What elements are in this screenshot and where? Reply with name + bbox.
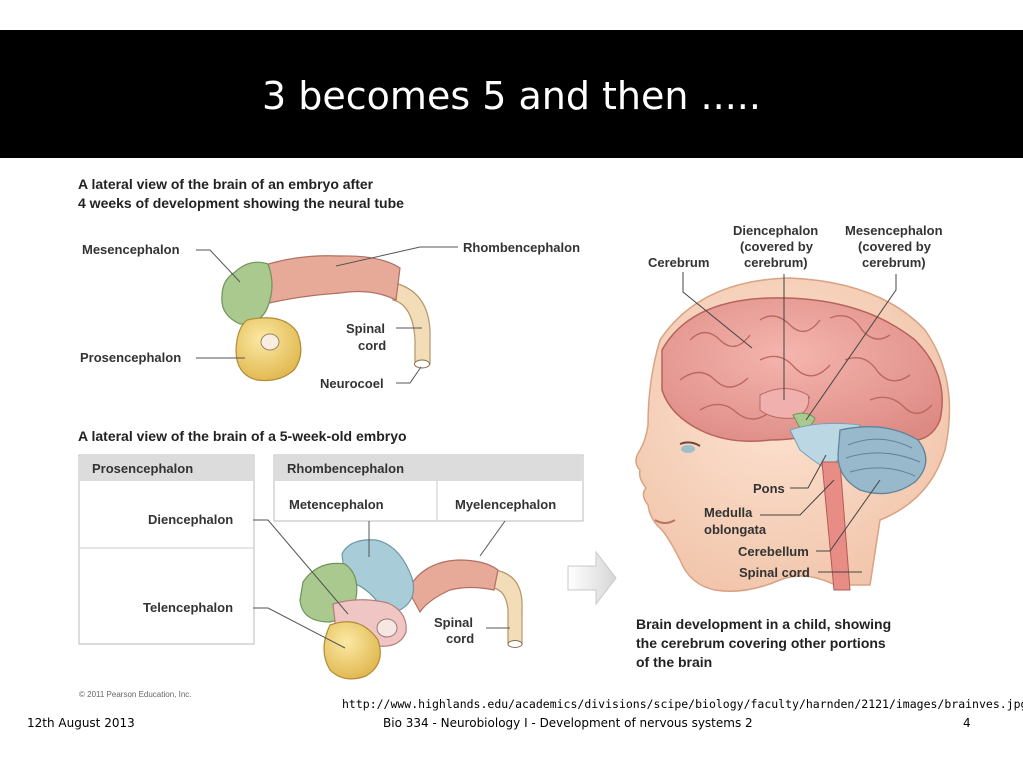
panel1-caption-line2: 4 weeks of development showing the neura…: [78, 195, 404, 211]
label-medulla-line1: Medulla: [704, 505, 753, 520]
panel-4-week-embryo: A lateral view of the brain of an embryo…: [78, 176, 580, 391]
panel1-caption-line1: A lateral view of the brain of an embryo…: [78, 176, 374, 192]
neurocoel-opening: [414, 359, 430, 369]
table-cell-telencephalon: Telencephalon: [143, 600, 233, 615]
table-rhombencephalon-header: [275, 456, 582, 481]
label-mesencephalon-line2: (covered by: [858, 239, 932, 254]
table-header-rhombencephalon: Rhombencephalon: [287, 461, 404, 476]
label-spinal-line1: Spinal: [346, 321, 385, 336]
footer-date: 12th August 2013: [27, 716, 135, 730]
table-header-prosencephalon: Prosencephalon: [92, 461, 193, 476]
neural-tube-spinal-cord: [392, 282, 431, 365]
copyright-text: © 2011 Pearson Education, Inc.: [79, 690, 191, 699]
optic-vesicle: [260, 333, 280, 351]
panel3-caption-line1: Brain development in a child, showing: [636, 616, 891, 632]
label-mesencephalon: Mesencephalon: [82, 242, 180, 257]
table-prosencephalon-box: [78, 454, 255, 645]
neural-tube-rhombencephalon: [261, 255, 401, 305]
footer-course: Bio 334 - Neurobiology I - Development o…: [383, 716, 753, 730]
embryo5-metencephalon: [341, 539, 415, 611]
label-diencephalon-line2: (covered by: [740, 239, 814, 254]
label-diencephalon-line3: cerebrum): [744, 255, 808, 270]
footer-page-number: 4: [963, 716, 971, 730]
embryo5-myelencephalon: [407, 559, 499, 614]
child-medulla-spinal-cord: [821, 461, 851, 591]
label-spinal-cord-child: Spinal cord: [739, 565, 810, 580]
table-cell-metencephalon: Metencephalon: [289, 497, 384, 512]
label-spinal-line2-embryo5: cord: [446, 631, 474, 646]
child-cerebellum: [837, 426, 927, 495]
panel3-caption-line2: the cerebrum covering other portions: [636, 635, 886, 651]
title-bar: [0, 30, 1023, 158]
label-diencephalon-line1: Diencephalon: [733, 223, 818, 238]
label-cerebrum: Cerebrum: [648, 255, 709, 270]
label-cerebellum: Cerebellum: [738, 544, 809, 559]
label-rhombencephalon: Rhombencephalon: [463, 240, 580, 255]
label-pons: Pons: [753, 481, 785, 496]
panel-child-brain: Cerebrum Diencephalon (covered by cerebr…: [635, 223, 951, 670]
table-cell-myelencephalon: Myelencephalon: [455, 497, 556, 512]
cerebellum-folia: [845, 438, 921, 477]
progression-arrow-icon: [567, 550, 617, 606]
label-medulla-line2: oblongata: [704, 522, 767, 537]
label-neurocoel: Neurocoel: [320, 376, 384, 391]
label-mesencephalon-line1: Mesencephalon: [845, 223, 943, 238]
panel2-caption: A lateral view of the brain of a 5-week-…: [78, 428, 407, 444]
embryo5-spinal-cord: [492, 569, 523, 645]
child-cerebrum: [661, 297, 943, 442]
panel3-caption-line3: of the brain: [636, 654, 712, 670]
slide-title: 3 becomes 5 and then .....: [262, 74, 761, 118]
embryo5-telencephalon: [323, 621, 381, 680]
panel-5-week-embryo: A lateral view of the brain of a 5-week-…: [78, 428, 584, 699]
label-mesencephalon-line3: cerebrum): [862, 255, 926, 270]
label-spinal-line1-embryo5: Spinal: [434, 615, 473, 630]
label-prosencephalon: Prosencephalon: [80, 350, 181, 365]
table-prosencephalon-header: [80, 456, 253, 481]
neural-tube-mesencephalon: [221, 261, 273, 325]
image-source-url: http://www.highlands.edu/academics/divis…: [342, 697, 1023, 711]
child-diencephalon: [759, 388, 810, 419]
table-cell-diencephalon: Diencephalon: [148, 512, 233, 527]
label-spinal-line2: cord: [358, 338, 386, 353]
